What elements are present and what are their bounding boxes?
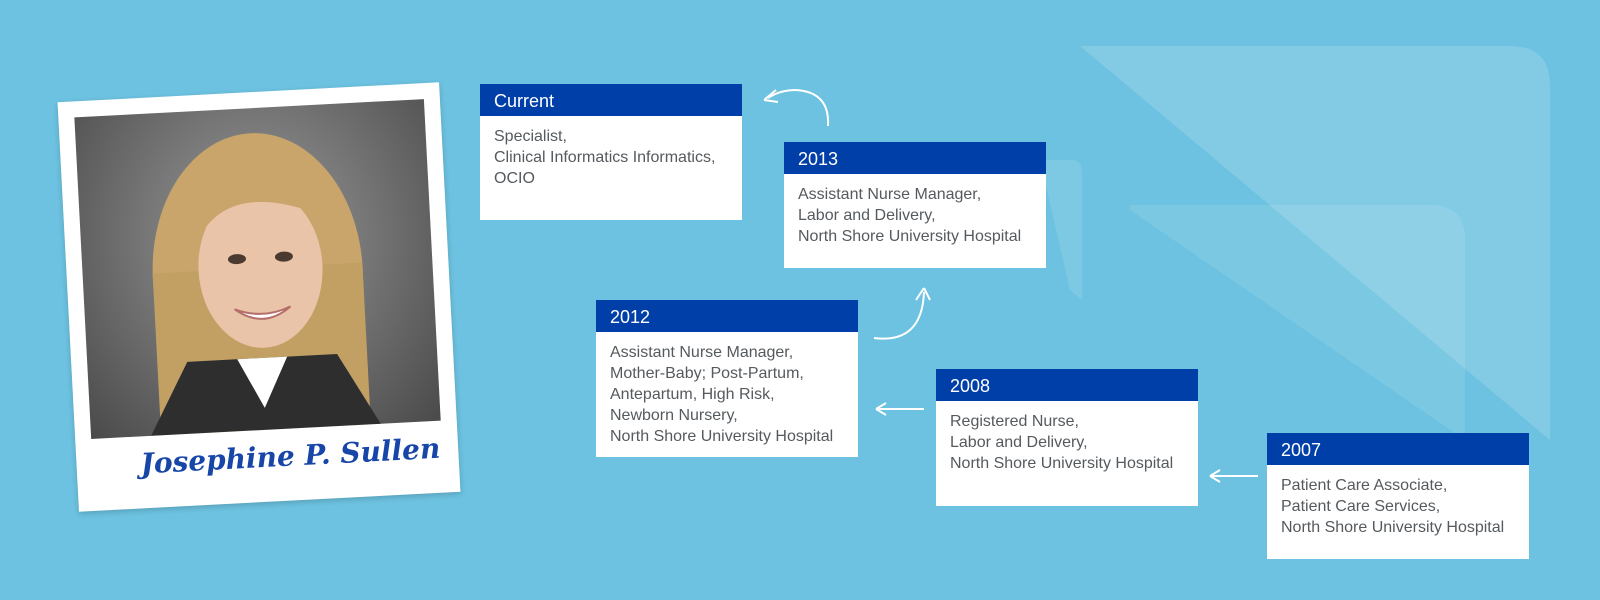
timeline-card-text: Assistant Nurse Manager, Mother-Baby; Po… <box>610 344 834 445</box>
profile-photo <box>74 99 441 439</box>
portrait-illustration <box>151 133 381 439</box>
left-arrow-icon <box>1209 469 1258 483</box>
timeline-card-text: Registered Nurse, Labor and Delivery, No… <box>950 413 1174 472</box>
timeline-card-2007: 2007 Patient Care Associate, Patient Car… <box>1267 433 1529 559</box>
curved-arrow-icon <box>873 287 931 340</box>
timeline-card-year: 2008 <box>936 369 1198 401</box>
profile-signature: Josephine P. Sullen <box>139 431 442 481</box>
profile-photo-frame: Josephine P. Sullen <box>57 82 461 512</box>
timeline-card-year: 2007 <box>1267 433 1529 465</box>
timeline-card-text: Assistant Nurse Manager, Labor and Deliv… <box>798 186 1022 245</box>
timeline-card-2013: 2013 Assistant Nurse Manager, Labor and … <box>784 142 1046 268</box>
timeline-card-2012: 2012 Assistant Nurse Manager, Mother-Bab… <box>596 300 858 457</box>
timeline-card-text: Specialist, Clinical Informatics Informa… <box>494 128 716 187</box>
curved-arrow-icon <box>763 88 830 127</box>
timeline-card-year: Current <box>480 84 742 116</box>
timeline-card-year: 2012 <box>596 300 858 332</box>
timeline-card-year: 2013 <box>784 142 1046 174</box>
timeline-card-2008: 2008 Registered Nurse, Labor and Deliver… <box>936 369 1198 506</box>
timeline-card-text: Patient Care Associate, Patient Care Ser… <box>1281 477 1505 536</box>
left-arrow-icon <box>875 402 924 416</box>
timeline-card-current: Current Specialist, Clinical Informatics… <box>480 84 742 220</box>
